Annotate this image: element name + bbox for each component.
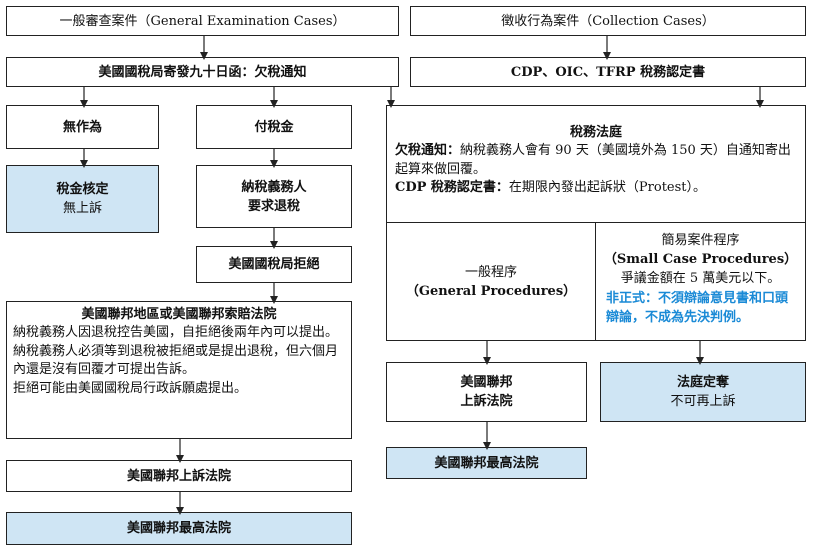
court-decision-sub: 不可再上訴 [670,394,736,409]
tax-court-text: 欠稅通知：納稅義務人會有 90 天（美國境外為 150 天）自通知寄出起算來做回… [387,142,805,198]
pay-tax-label: 付稅金 [254,119,294,135]
no-action-label: 無作為 [62,119,102,135]
collection-cases-label: 徵收行為案件（Collection Cases） [501,13,715,29]
court-decision-title: 法庭定奪 [676,375,729,390]
tax-court-l2-text: 在期限內發出起訴狀（Protest）。 [508,180,707,195]
irs-reject-box: 美國國稅局拒絕 [196,246,352,283]
refund-request-line2: 要求退稅 [247,198,300,214]
no-action-box: 無作為 [6,105,159,149]
refund-request-box: 納稅義務人 要求退稅 [196,165,352,228]
appeals-court-left-box: 美國聯邦上訴法院 [6,460,352,492]
cdp-determination-box: CDP、OIC、TFRP 稅務認定書 [410,57,806,87]
refund-request-line1: 納稅義務人 [241,179,307,195]
ninety-day-letter-label: 美國國稅局寄發九十日函：欠稅通知 [98,64,307,80]
small-case-title: 簡易案件程序 [661,233,740,248]
appeals-court-left-label: 美國聯邦上訴法院 [126,468,231,484]
tax-court-l2-label: CDP 稅務認定書： [395,180,509,195]
supreme-court-left-box: 美國聯邦最高法院 [6,512,352,545]
general-procedures-title: 一般程序 [464,264,517,280]
tax-court-l1-label: 欠稅通知： [395,143,461,158]
tax-court-l1-text: 納稅義務人會有 90 天（美國境外為 150 天）自通知寄出起算來做回覆。 [395,143,791,177]
tax-court-title: 稅務法庭 [569,125,622,140]
tax-assessment-box: 稅金核定 無上訴 [6,165,159,233]
general-examination-box: 一般審查案件（General Examination Cases） [6,6,399,36]
collection-cases-box: 徵收行為案件（Collection Cases） [410,6,806,36]
district-court-p3: 拒絕可能由美國國稅局行政訴願處提出。 [13,380,248,396]
district-court-box: 美國聯邦地區或美國聯邦索賠法院 納稅義務人因退稅控告美國，自拒絕後兩年內可以提出… [6,301,352,439]
district-court-p1: 納稅義務人因退稅控告美國，自拒絕後兩年內可以提出。 [13,325,339,340]
district-court-text: 納稅義務人因退稅控告美國，自拒絕後兩年內可以提出。 納稅義務人必須等到退稅被拒絕… [7,324,351,400]
small-case-box: 簡易案件程序 （Small Case Procedures） 爭議金額在 5 萬… [595,222,806,341]
ninety-day-letter-box: 美國國稅局寄發九十日函：欠稅通知 [6,57,399,87]
small-case-sub: （Small Case Procedures） [603,252,798,267]
small-case-desc: 爭議金額在 5 萬美元以下。 [620,271,781,286]
appeals-court-right-line2: 上訴法院 [460,394,513,409]
general-procedures-sub: （General Procedures） [405,283,577,299]
district-court-title: 美國聯邦地區或美國聯邦索賠法院 [81,307,277,322]
small-case-note: 非正式：不須辯論意見書和口頭辯論，不成為先決判例。 [606,291,789,325]
appeals-court-right-box: 美國聯邦 上訴法院 [386,362,587,422]
supreme-court-left-label: 美國聯邦最高法院 [126,521,231,536]
general-procedures-box: 一般程序 （General Procedures） [386,222,596,341]
court-decision-box: 法庭定奪 不可再上訴 [600,362,806,422]
cdp-determination-label: CDP、OIC、TFRP 稅務認定書 [510,64,706,80]
appeals-court-right-line1: 美國聯邦 [460,375,513,390]
general-examination-label: 一般審查案件（General Examination Cases） [59,13,346,29]
irs-reject-label: 美國國稅局拒絕 [228,257,320,272]
supreme-court-right-box: 美國聯邦最高法院 [386,447,587,479]
tax-assessment-title: 稅金核定 [56,182,109,197]
tax-assessment-sub: 無上訴 [62,201,102,216]
pay-tax-box: 付稅金 [196,105,352,149]
district-court-p2: 納稅義務人必須等到退稅被拒絕或是提出退稅，但六個月內還是沒有回覆才可提出告訴。 [13,343,339,378]
supreme-court-right-label: 美國聯邦最高法院 [434,455,539,471]
